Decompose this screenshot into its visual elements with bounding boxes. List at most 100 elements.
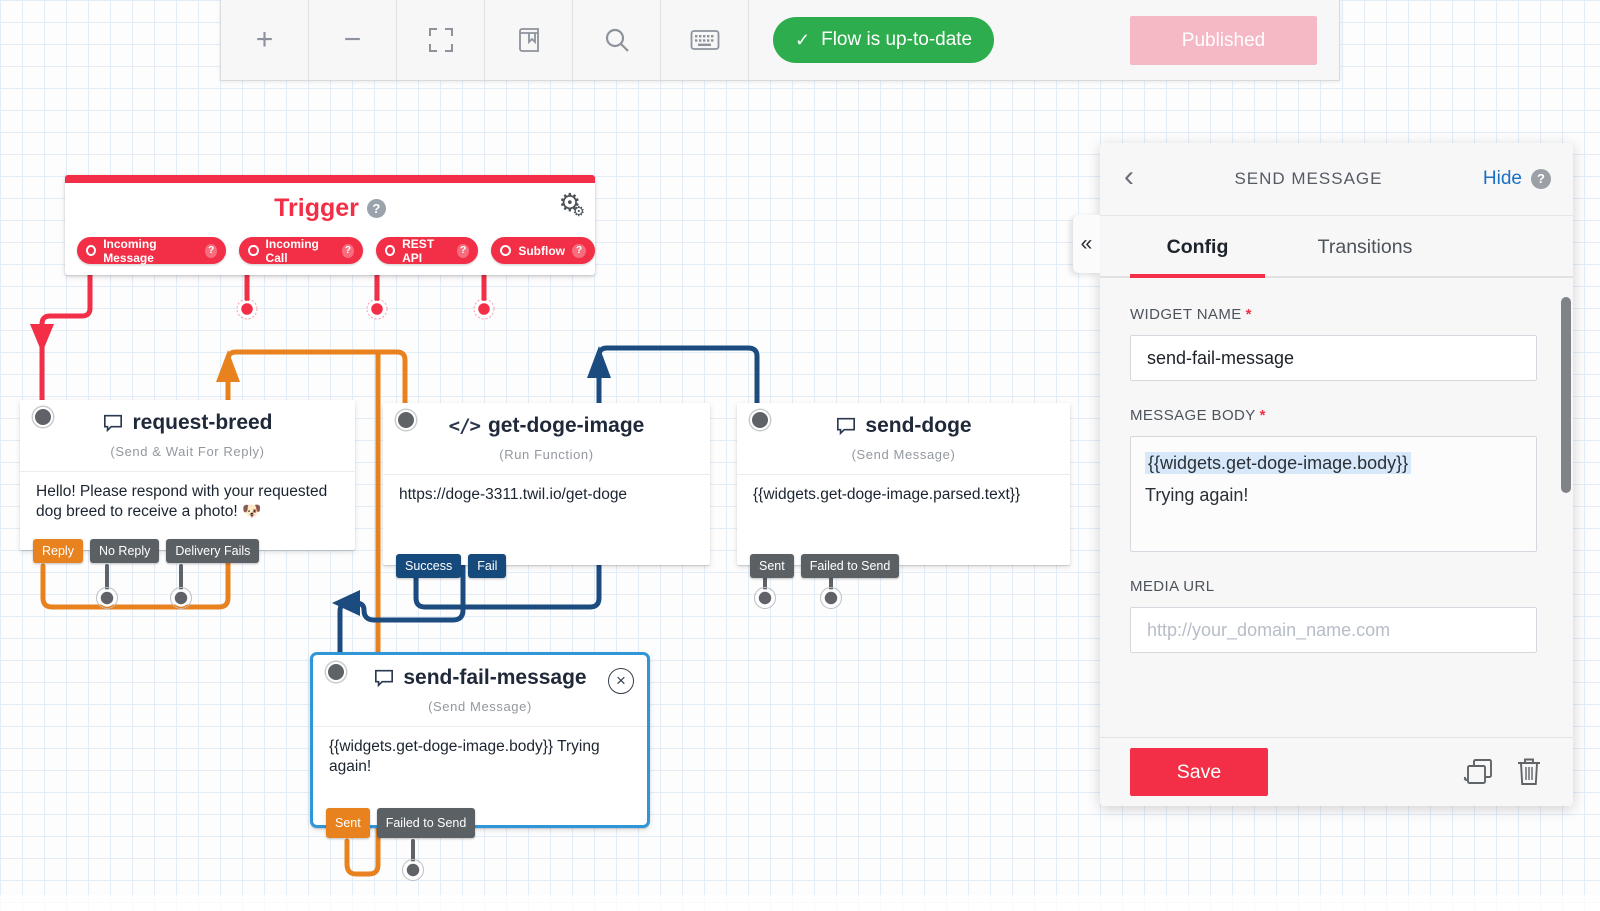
tag-fail[interactable]: Fail xyxy=(468,554,507,578)
collapse-icon: « xyxy=(1080,232,1093,255)
help-icon[interactable]: ? xyxy=(205,243,218,258)
arrowhead-left-icon xyxy=(332,590,360,616)
duplicate-widget-icon[interactable] xyxy=(1461,756,1495,788)
flow-status-badge: ✓ Flow is up-to-date xyxy=(773,17,995,63)
widget-name-input[interactable] xyxy=(1130,335,1537,381)
tag-reply[interactable]: Reply xyxy=(33,539,83,563)
keyboard-icon xyxy=(690,30,719,50)
panel-collapse-button[interactable]: « xyxy=(1073,215,1100,273)
arrowhead-up-icon xyxy=(216,350,240,382)
zoom-in-button[interactable]: + xyxy=(221,0,309,80)
fit-view-button[interactable] xyxy=(397,0,485,80)
connector-dot-icon xyxy=(86,245,97,256)
message-body-textarea[interactable]: {{widgets.get-doge-image.body}} Trying a… xyxy=(1130,436,1537,552)
pill-label: REST API xyxy=(402,236,435,265)
trigger-output-subflow[interactable]: Subflow ? xyxy=(491,237,595,264)
pill-label: Incoming Call xyxy=(265,236,319,265)
tag-failed-to-send[interactable]: Failed to Send xyxy=(800,554,900,578)
media-url-input[interactable] xyxy=(1130,607,1537,653)
message-body-line2: Trying again! xyxy=(1145,484,1249,505)
help-icon[interactable]: ? xyxy=(457,243,470,258)
panel-title: SEND MESSAGE xyxy=(1234,169,1383,188)
media-url-label: MEDIA URL xyxy=(1130,578,1215,595)
tag-sent[interactable]: Sent xyxy=(326,808,370,838)
publish-button[interactable]: Published xyxy=(1130,15,1317,65)
drag-handle-dot[interactable] xyxy=(396,410,416,430)
trigger-output-rest-api[interactable]: REST API ? xyxy=(376,236,479,265)
minus-icon: − xyxy=(343,23,362,56)
tag-delivery-fails[interactable]: Delivery Fails xyxy=(166,539,260,563)
wire-trigger-to-request-breed xyxy=(39,259,93,403)
divider xyxy=(313,726,647,727)
arrowhead-down-icon xyxy=(30,324,54,353)
liquid-variable-highlight: {{widgets.get-doge-image.body}} xyxy=(1145,452,1412,474)
connector-dot-icon xyxy=(500,245,512,256)
widget-trigger[interactable]: Trigger ? ⚙⚙ Incoming Message ? Incoming… xyxy=(65,175,595,275)
back-button[interactable]: ‹ xyxy=(1124,160,1134,193)
settings-gears-icon[interactable]: ⚙⚙ xyxy=(558,189,585,219)
widget-type: (Run Function) xyxy=(499,447,594,462)
connector-dot-icon xyxy=(385,245,396,256)
wire-sent-loopback xyxy=(344,349,381,877)
drag-handle-dot[interactable] xyxy=(750,410,770,430)
tab-config[interactable]: Config xyxy=(1130,216,1265,278)
widget-body: Hello! Please respond with your requeste… xyxy=(36,483,328,521)
tag-failed-to-send[interactable]: Failed to Send xyxy=(376,808,476,838)
widget-body: {{widgets.get-doge-image.parsed.text}} xyxy=(753,486,1021,503)
tag-success[interactable]: Success xyxy=(396,554,462,578)
widget-type: (Send Message) xyxy=(851,447,956,462)
check-icon: ✓ xyxy=(795,29,811,50)
divider xyxy=(383,474,710,475)
widget-send-doge[interactable]: send-doge (Send Message) {{widgets.get-d… xyxy=(737,403,1070,578)
widget-title: request-breed xyxy=(132,411,273,434)
code-icon: </> xyxy=(448,415,481,437)
speech-bubble-icon xyxy=(373,668,395,688)
message-body-label: MESSAGE BODY* xyxy=(1130,407,1266,424)
trigger-output-incoming-call[interactable]: Incoming Call ? xyxy=(239,236,364,265)
divider xyxy=(737,474,1070,475)
trigger-title: Trigger xyxy=(274,194,359,222)
divider xyxy=(20,471,355,472)
widget-get-doge-image[interactable]: </> get-doge-image (Run Function) https:… xyxy=(383,403,710,578)
help-icon[interactable]: ? xyxy=(341,243,355,258)
status-text: Flow is up-to-date xyxy=(821,29,973,50)
widget-name-label: WIDGET NAME* xyxy=(1130,306,1252,323)
zoom-out-button[interactable]: − xyxy=(309,0,397,80)
help-icon[interactable]: ? xyxy=(572,243,586,258)
search-button[interactable] xyxy=(573,0,661,80)
required-asterisk: * xyxy=(1259,407,1266,424)
tab-transitions[interactable]: Transitions xyxy=(1317,235,1413,258)
panel-scrollbar[interactable] xyxy=(1561,297,1571,493)
trigger-output-incoming-message[interactable]: Incoming Message ? xyxy=(77,236,227,265)
widget-title: send-doge xyxy=(865,414,972,437)
drag-handle-dot[interactable] xyxy=(33,407,53,427)
widget-request-breed[interactable]: request-breed (Send & Wait For Reply) He… xyxy=(20,400,355,563)
required-asterisk: * xyxy=(1245,306,1252,323)
delete-widget-icon[interactable] xyxy=(1515,756,1543,788)
search-icon xyxy=(605,28,629,52)
widget-body: https://doge-3311.twil.io/get-doge xyxy=(399,486,628,503)
hide-link[interactable]: Hide xyxy=(1482,168,1522,189)
unconnected-endpoints[interactable] xyxy=(96,587,842,881)
widget-type: (Send Message) xyxy=(428,699,532,714)
tag-no-reply[interactable]: No Reply xyxy=(89,539,160,563)
widget-send-fail-message[interactable]: send-fail-message × (Send Message) {{wid… xyxy=(310,652,650,838)
save-button[interactable]: Save xyxy=(1130,748,1268,796)
speech-bubble-icon xyxy=(835,416,857,436)
drag-handle-dot[interactable] xyxy=(326,662,346,682)
trigger-red-bar xyxy=(65,175,595,183)
pill-label: Incoming Message xyxy=(103,236,157,265)
speech-bubble-icon xyxy=(102,413,124,433)
close-icon[interactable]: × xyxy=(608,668,634,694)
help-icon[interactable]: ? xyxy=(1531,169,1551,189)
widget-type: (Send & Wait For Reply) xyxy=(110,444,265,459)
trigger-output-endpoints[interactable] xyxy=(236,298,495,320)
shortcuts-button[interactable] xyxy=(661,0,749,80)
tag-sent[interactable]: Sent xyxy=(750,554,794,578)
widget-body: {{widgets.get-doge-image.body}} Trying a… xyxy=(329,738,600,776)
pill-label: Subflow xyxy=(518,243,565,258)
library-button[interactable] xyxy=(485,0,573,80)
book-bookmark-icon xyxy=(518,28,539,52)
help-icon[interactable]: ? xyxy=(366,199,386,218)
